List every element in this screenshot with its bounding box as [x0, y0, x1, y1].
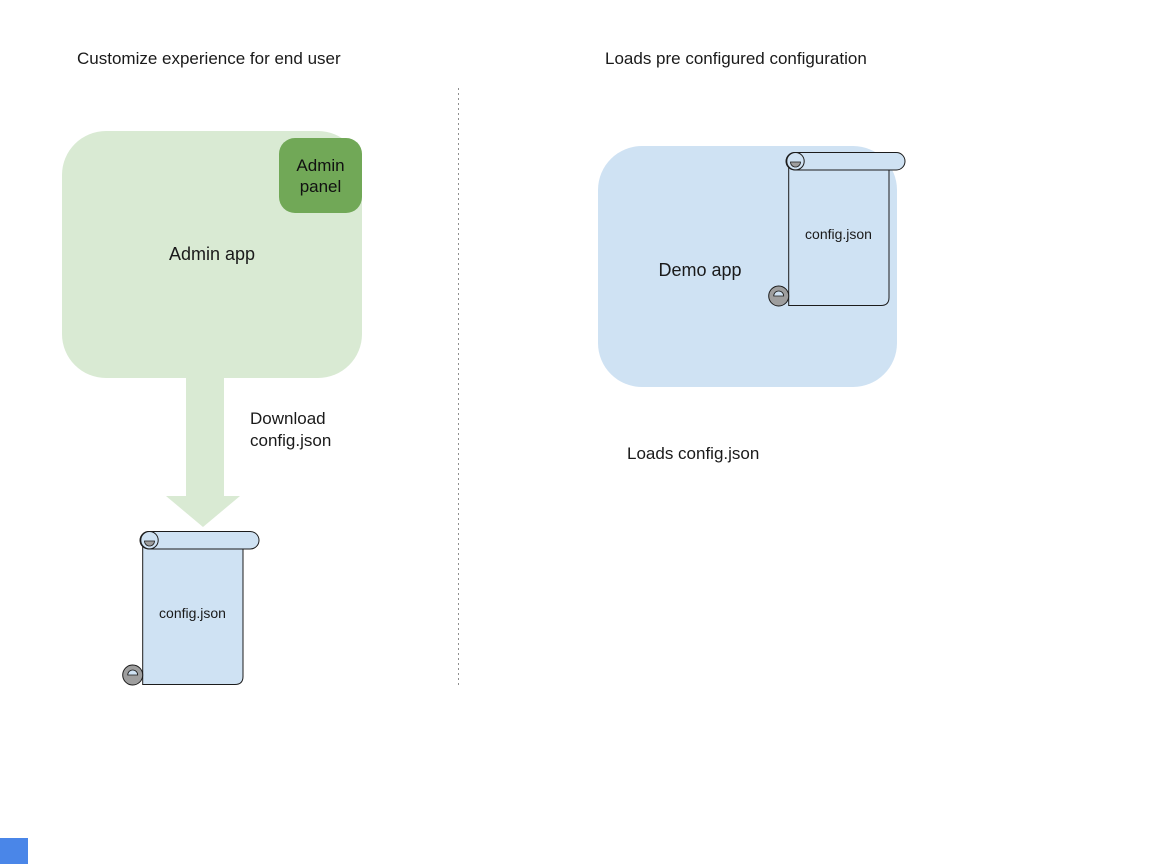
config-file-right-label: config.json — [805, 226, 872, 242]
config-file-right: config.json — [768, 150, 906, 308]
admin-app-box: Admin app Admin panel — [62, 131, 362, 378]
download-caption: Download config.json — [250, 409, 332, 450]
admin-app-label: Admin app — [168, 244, 256, 264]
admin-panel-box: Admin panel — [279, 138, 362, 213]
left-section-title: Customize experience for end user — [77, 49, 341, 68]
right-section-title: Loads pre configured configuration — [605, 49, 867, 68]
loads-config-caption: Loads config.json — [627, 444, 760, 463]
admin-panel-label: Admin panel — [296, 155, 345, 196]
config-file-left-label: config.json — [159, 605, 226, 621]
section-divider — [458, 88, 459, 686]
config-file-left: config.json — [122, 529, 260, 687]
arrow-down-icon — [166, 377, 240, 527]
demo-app-label: Demo app — [658, 260, 742, 280]
corner-accent-square — [0, 838, 28, 864]
